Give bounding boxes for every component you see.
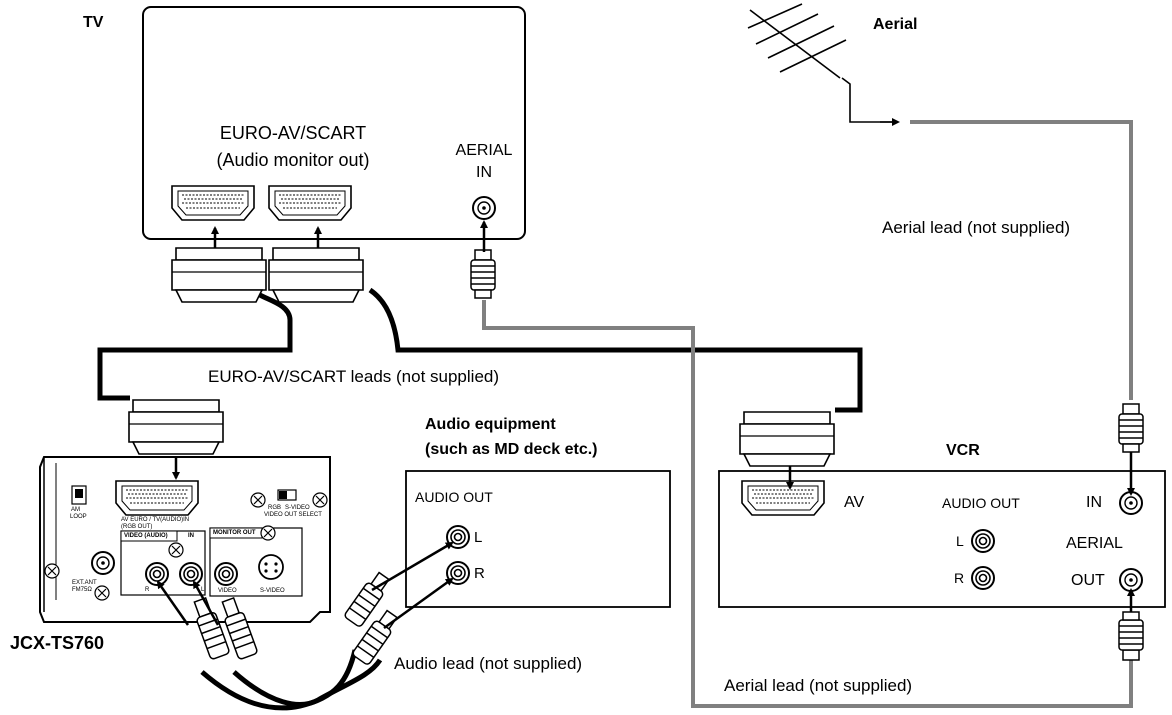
unit-in-label: IN bbox=[188, 533, 194, 539]
tv-scart-socket-2 bbox=[268, 185, 352, 221]
vcr-out-label: OUT bbox=[1071, 572, 1105, 589]
unit-s-video-select-label: S-VIDEO bbox=[285, 505, 310, 511]
unit-model-label: JCX-TS760 bbox=[10, 633, 105, 653]
unit-monitor-out-label: MONITOR OUT bbox=[213, 530, 256, 536]
screw-icon bbox=[312, 492, 328, 508]
tv-aerial-in-label-line2: IN bbox=[476, 164, 492, 181]
audio-equip-r-label: R bbox=[474, 565, 485, 582]
aerial-lead-label-top: Aerial lead (not supplied) bbox=[882, 218, 1071, 237]
screw-icon bbox=[44, 563, 60, 579]
tv-scart-label-line1: EURO-AV/SCART bbox=[219, 123, 367, 143]
unit-svideo-label: S-VIDEO bbox=[260, 588, 285, 594]
vcr-audio-out-r-socket bbox=[971, 566, 995, 590]
audio-plug-l bbox=[221, 596, 258, 660]
unit-am-label: AM bbox=[71, 507, 80, 513]
fm-antenna-socket bbox=[91, 551, 115, 575]
unit-audio-in-r-socket bbox=[145, 562, 169, 586]
aerial-lead-label-bottom: Aerial lead (not supplied) bbox=[724, 676, 913, 695]
scart-leads-label: EURO-AV/SCART leads (not supplied) bbox=[208, 367, 500, 386]
unit-fm75-label: FM75Ω bbox=[72, 587, 92, 593]
audio-equipment-title-line2: (such as MD deck etc.) bbox=[425, 441, 598, 458]
unit-video-label: VIDEO bbox=[218, 588, 237, 594]
unit-audio-in-l-socket bbox=[179, 562, 203, 586]
vcr-aerial-in-plug bbox=[1118, 403, 1144, 453]
unit-r-label: R bbox=[145, 587, 150, 593]
vcr-aerial-label: AERIAL bbox=[1066, 535, 1123, 552]
vcr-aerial-in-socket bbox=[1119, 491, 1143, 515]
vcr-av-scart-socket bbox=[741, 480, 825, 516]
unit-video-audio-label: VIDEO (AUDIO) bbox=[124, 533, 168, 539]
unit-loop-label: LOOP bbox=[70, 514, 87, 520]
audio-equipment-title-line1: Audio equipment bbox=[425, 416, 556, 433]
tv-scart-socket-1 bbox=[171, 185, 255, 221]
screw-icon bbox=[168, 542, 184, 558]
unit-av-euro-label-line1: AV EURO / TV(AUDIO)IN bbox=[121, 517, 190, 523]
unit-ext-ant-label: EXT.ANT bbox=[72, 580, 97, 586]
vcr-r-label: R bbox=[954, 570, 965, 586]
s-video-socket bbox=[258, 554, 284, 580]
vcr-unit bbox=[718, 470, 1166, 608]
tv-scart-plug-2 bbox=[268, 247, 364, 303]
vcr-title: VCR bbox=[946, 442, 980, 459]
audio-plug-equip-r bbox=[352, 609, 398, 665]
tv-aerial-plug bbox=[470, 249, 496, 299]
tv-unit bbox=[142, 6, 526, 240]
aerial-antenna bbox=[747, 3, 900, 126]
audio-equip-audio-out-label: AUDIO OUT bbox=[415, 489, 493, 505]
screw-icon bbox=[94, 585, 110, 601]
tv-scart-plug-1 bbox=[171, 247, 267, 303]
audio-lead bbox=[156, 541, 454, 711]
tv-scart-label-line2: (Audio monitor out) bbox=[216, 150, 370, 170]
audio-equip-l-label: L bbox=[474, 529, 483, 546]
vcr-audio-out-l-socket bbox=[971, 529, 995, 553]
unit-av-euro-label-line2: (RGB OUT) bbox=[121, 524, 153, 530]
unit-scart-plug bbox=[128, 399, 224, 455]
unit-l-label: L bbox=[201, 587, 205, 593]
unit-video-out-select-label: VIDEO OUT SELECT bbox=[264, 512, 322, 518]
vcr-scart-plug bbox=[739, 411, 835, 467]
unit-scart-socket bbox=[115, 480, 199, 516]
audio-lead-label: Audio lead (not supplied) bbox=[394, 654, 583, 673]
vcr-av-label: AV bbox=[844, 494, 865, 511]
monitor-video-socket bbox=[214, 562, 238, 586]
screw-icon bbox=[260, 525, 276, 541]
main-unit-back-panel bbox=[39, 456, 331, 623]
aerial-cables bbox=[482, 120, 1133, 708]
aerial-title: Aerial bbox=[873, 16, 918, 33]
tv-aerial-in-socket bbox=[472, 196, 496, 220]
vcr-l-label: L bbox=[956, 533, 964, 549]
tv-aerial-in-label-line1: AERIAL bbox=[455, 142, 513, 159]
unit-rgb-label: RGB bbox=[268, 505, 282, 511]
tv-title: TV bbox=[83, 14, 104, 31]
screw-icon bbox=[250, 492, 266, 508]
scart-cables bbox=[97, 287, 863, 413]
vcr-aerial-out-plug bbox=[1118, 611, 1144, 661]
vcr-in-label: IN bbox=[1086, 494, 1102, 511]
vcr-audio-out-label: AUDIO OUT bbox=[942, 495, 1020, 511]
vcr-aerial-out-socket bbox=[1119, 568, 1143, 592]
tv-scart-arrows bbox=[211, 226, 322, 248]
